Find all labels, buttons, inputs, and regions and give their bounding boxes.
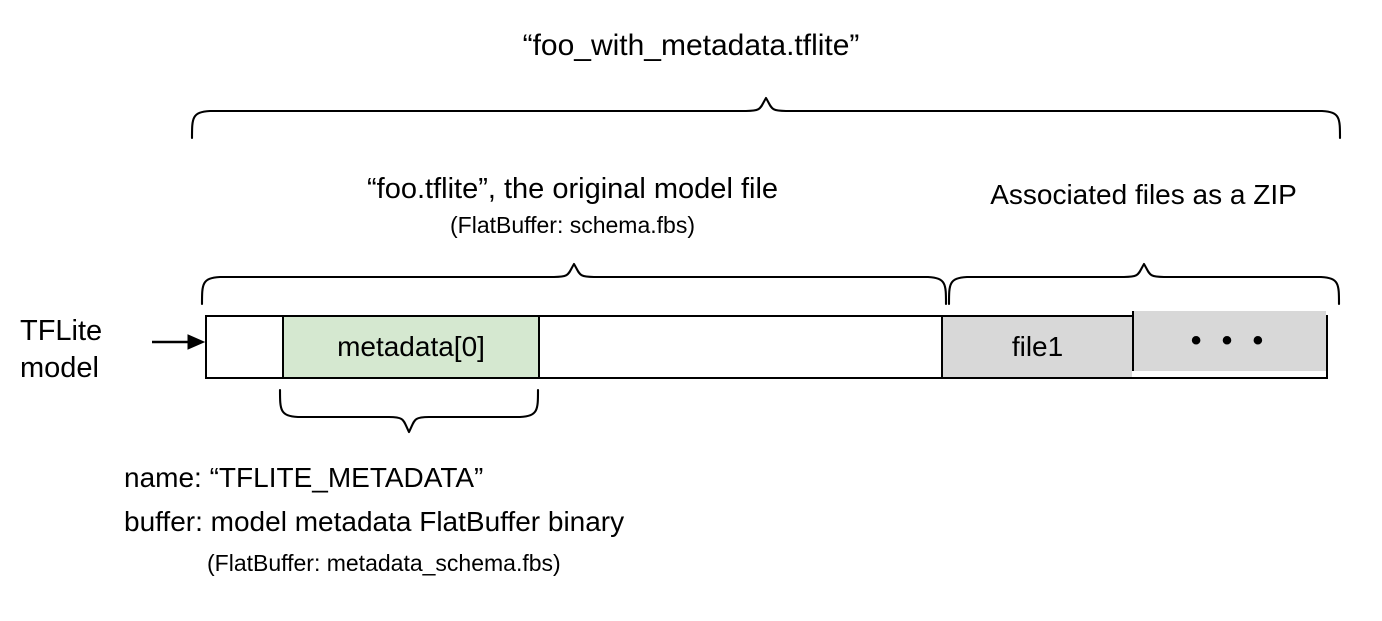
model-section-brace [200, 262, 948, 306]
bar-segment-more-files: • • • [1132, 311, 1326, 371]
bar-segment-leading-empty [207, 317, 282, 377]
top-brace [190, 96, 1342, 140]
model-section-sublabel: (FlatBuffer: schema.fbs) [450, 212, 695, 238]
metadata-brace [278, 388, 540, 434]
bar-segment-model-body [540, 317, 941, 377]
metadata-note-schema: (FlatBuffer: metadata_schema.fbs) [207, 550, 561, 576]
zip-section-label: Associated files as a ZIP [990, 179, 1297, 210]
right-arrow-icon [152, 334, 206, 350]
model-byte-layout-bar: metadata[0] file1 • • • [205, 311, 1328, 379]
bar-segment-metadata: metadata[0] [282, 317, 540, 377]
bar-segment-file1: file1 [941, 317, 1132, 377]
tflite-model-side-label: TFLite model [20, 313, 150, 387]
top-bracket-label: “foo_with_metadata.tflite” [522, 29, 860, 62]
model-section-label: “foo.tflite”, the original model file [366, 173, 779, 205]
metadata-note-buffer: buffer: model metadata FlatBuffer binary [124, 506, 625, 537]
side-label-line-2: model [20, 352, 99, 385]
metadata-note-name: name: “TFLITE_METADATA” [124, 462, 484, 493]
side-label-line-1: TFLite [20, 315, 103, 347]
zip-section-brace [947, 262, 1341, 306]
